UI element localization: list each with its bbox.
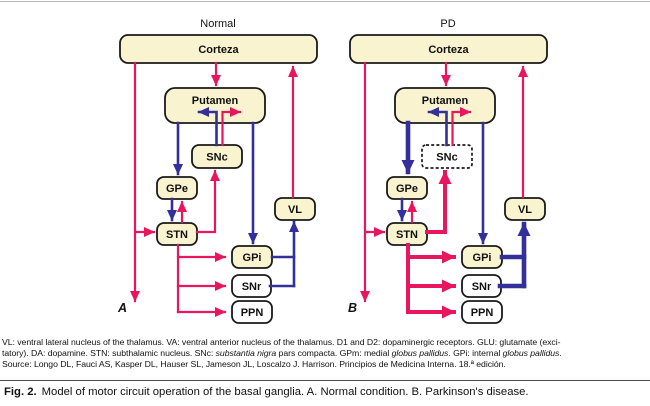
node-cortex-b <box>349 34 548 64</box>
label-putamen-a: Putamen <box>192 95 239 107</box>
arrow-snc-putamen-d2-a <box>197 107 218 147</box>
legend-source-line: Source: Longo DL, Fauci AS, Kasper DL, H… <box>2 359 506 369</box>
figure-caption-number: Fig. 2. <box>4 386 37 398</box>
label-gpe-b: GPe <box>396 183 418 195</box>
label-stn-b: STN <box>396 229 418 241</box>
label-vl-b: VL <box>518 204 532 216</box>
label-cortex-a: Corteza <box>198 44 239 56</box>
legend-line-2-part: tatory). DA: dopamine. STN: subthalamic … <box>2 348 216 358</box>
legend-line-2-italic: globus pallidus <box>391 348 449 358</box>
node-vl-a <box>274 197 316 221</box>
node-vl-b <box>504 197 546 221</box>
node-gpe-a <box>156 176 198 200</box>
figure-caption: Fig. 2. Model of motor circuit operation … <box>4 386 648 398</box>
legend-line-2-part: pars compacta. GPm: medial <box>276 348 392 358</box>
panel-b-letter: B <box>348 301 357 315</box>
arrow-stn-snc-thick-b <box>425 170 452 234</box>
node-cortex-a <box>119 34 318 64</box>
label-putamen-b: Putamen <box>422 95 469 107</box>
legend-line-2-part: . GPi: internal <box>448 348 503 358</box>
node-gpe-b <box>386 176 428 200</box>
node-ppn-a <box>231 300 273 324</box>
legend-line-1: VL: ventral lateral nucleus of the thala… <box>2 337 561 347</box>
panel-b-title: PD <box>440 18 455 30</box>
legend-line-2: tatory). DA: dopamine. STN: subthalamic … <box>2 348 648 359</box>
label-ppn-a: PPN <box>241 307 264 319</box>
label-gpi-a: GPi <box>243 252 262 264</box>
caption-divider-line <box>0 380 650 381</box>
label-snc-a: SNc <box>206 152 227 164</box>
abbreviation-legend: VL: ventral lateral nucleus of the thala… <box>0 337 650 370</box>
label-cortex-b: Corteza <box>428 44 469 56</box>
arrow-snc-putamen-d1-b <box>451 107 472 147</box>
panel-a-title: Normal <box>200 18 235 30</box>
label-snr-b: SNr <box>472 281 492 293</box>
top-border-line <box>0 1 650 2</box>
label-snr-a: SNr <box>242 281 262 293</box>
label-stn-a: STN <box>166 229 188 241</box>
legend-line-2-italic: globus pallidus <box>502 348 560 358</box>
panel-a-letter: A <box>117 301 127 315</box>
figure-caption-text: Model of motor circuit operation of the … <box>41 386 529 398</box>
label-vl-a: VL <box>288 204 302 216</box>
label-snc-b: SNc <box>436 152 457 164</box>
arrow-snc-putamen-d2-b <box>427 107 448 147</box>
basal-ganglia-diagram: Normal Corteza Putamen SNc GPe S <box>117 18 548 324</box>
label-ppn-b: PPN <box>471 307 494 319</box>
label-gpe-a: GPe <box>166 183 188 195</box>
arrow-stn-snc-a <box>195 169 220 234</box>
label-gpi-b: GPi <box>473 252 492 264</box>
legend-line-2-part: . <box>559 348 562 358</box>
arrow-snc-putamen-d1-a <box>221 107 242 147</box>
legend-line-2-italic: substantia nigra <box>215 348 277 358</box>
node-ppn-b <box>461 300 503 324</box>
